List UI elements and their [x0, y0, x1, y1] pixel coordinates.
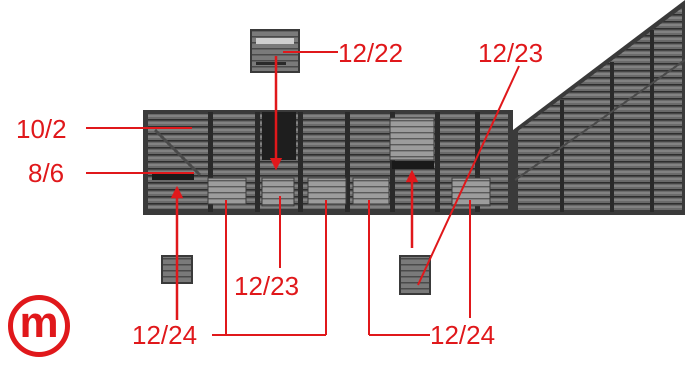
component-bottom-right — [400, 256, 430, 294]
label-10-2: 10/2 — [16, 116, 67, 142]
label-12-24-right: 12/24 — [430, 322, 495, 348]
label-12-23-top: 12/23 — [478, 40, 543, 66]
label-12-23-bottom: 12/23 — [234, 273, 299, 299]
label-12-24-left: 12/24 — [132, 322, 197, 348]
sloped-rack — [513, 0, 685, 215]
label-12-22: 12/22 — [338, 40, 403, 66]
logo-letter: m — [19, 301, 58, 345]
label-8-6: 8/6 — [28, 160, 64, 186]
logo: m — [8, 295, 70, 357]
